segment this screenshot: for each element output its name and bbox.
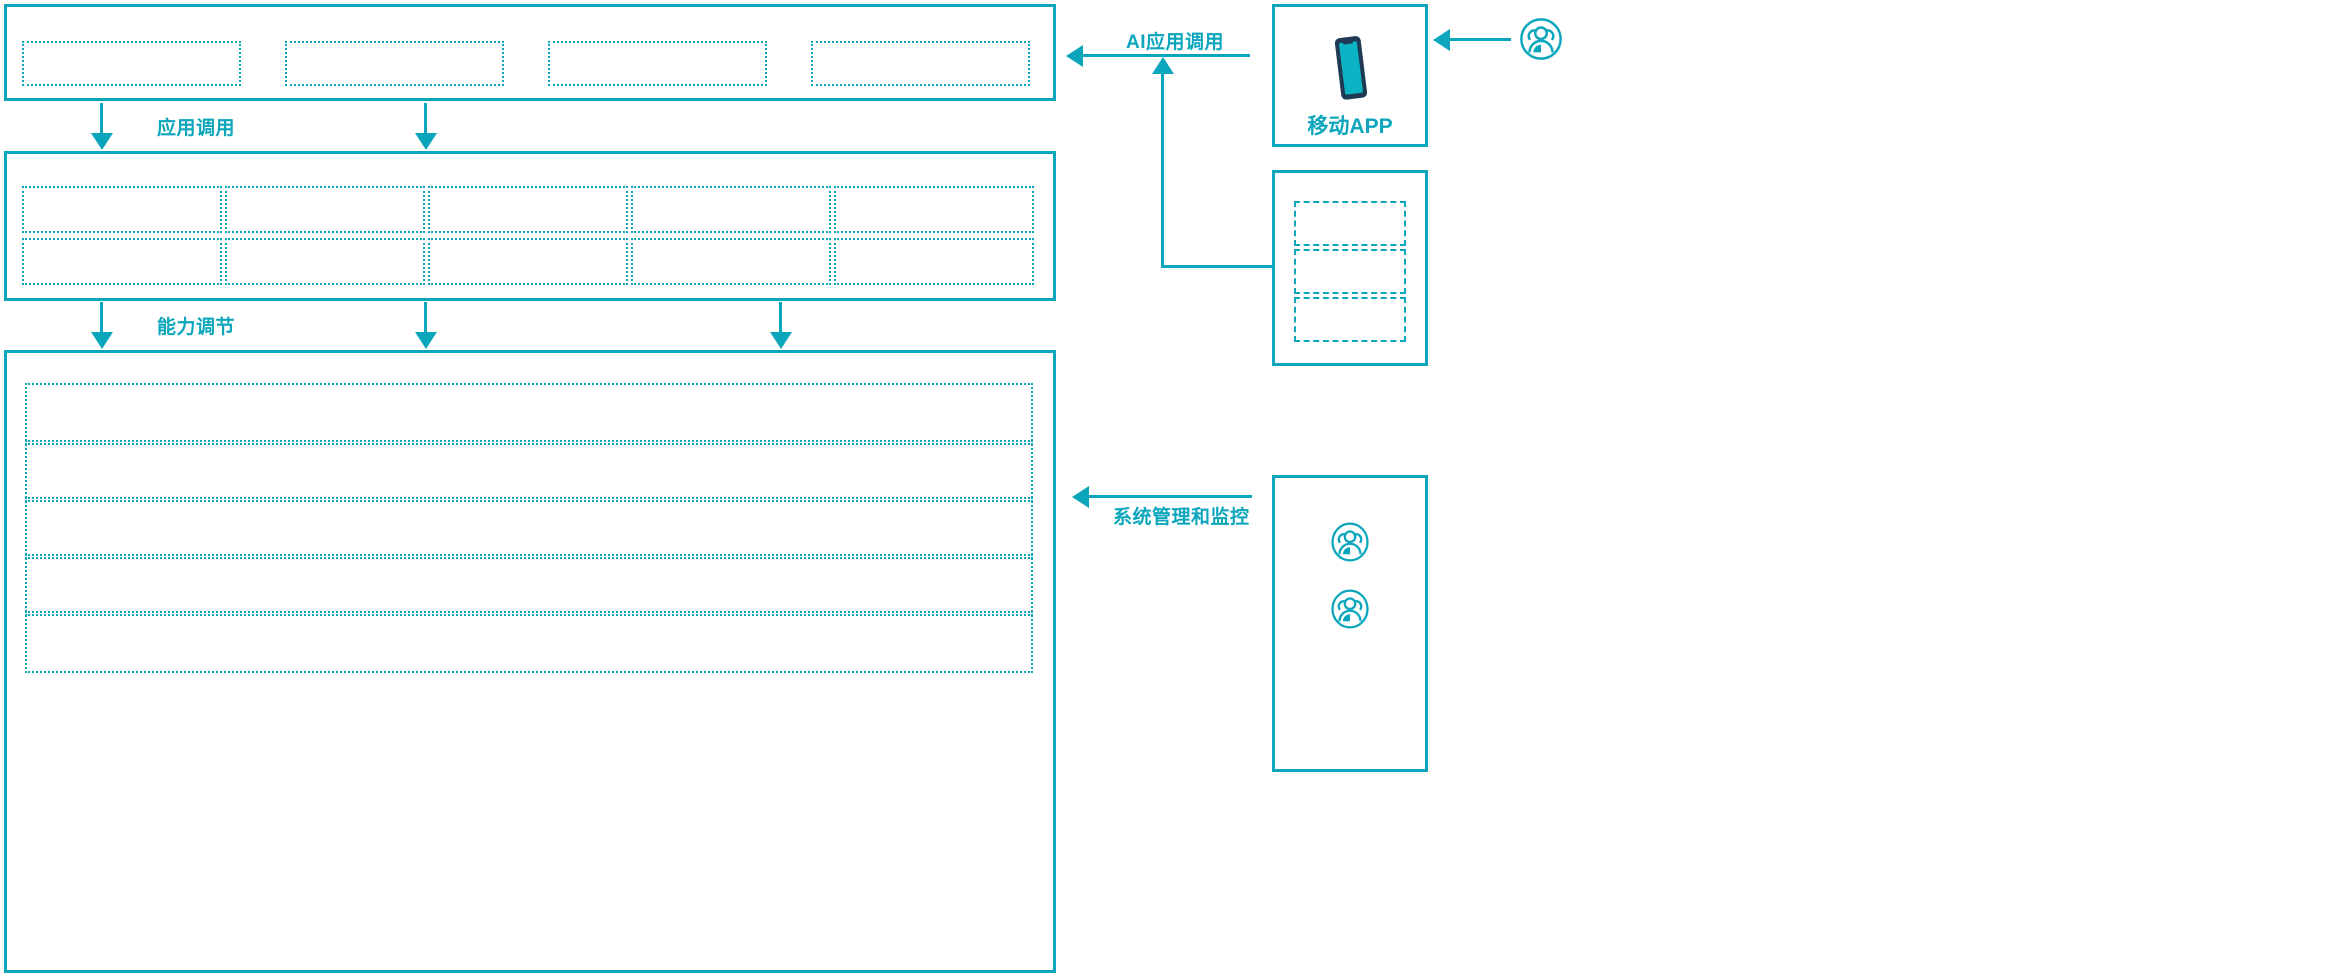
actor-to-mobile-arrowhead [1433,29,1450,51]
ai-invoke-label: AI应用调用 [1126,32,1225,53]
platform-layer-container [4,350,1056,973]
application-invoke-line-right [424,103,427,139]
application-slot-1[interactable] [22,41,241,86]
capability-slot-10[interactable] [834,238,1034,285]
application-invoke-label: 应用调用 [157,118,236,139]
smartphone-icon [1334,36,1368,100]
capability-slot-5[interactable] [834,186,1034,233]
capability-slot-8[interactable] [428,238,628,285]
capability-slot-2[interactable] [225,186,425,233]
capability-adjust-line-1 [100,302,103,338]
mobile-app-caption: 移动APP [1307,115,1393,138]
application-invoke-arrowhead-left [91,133,113,150]
channel-slot-2[interactable] [1294,249,1406,294]
capability-layer-container [4,151,1056,301]
ai-invoke-vertical-line [1161,68,1164,268]
ai-invoke-elbow-line [1161,265,1272,268]
capability-adjust-arrowhead-3 [770,332,792,349]
capability-slot-7[interactable] [225,238,425,285]
external-user-users-icon [1520,18,1562,60]
actor-to-mobile-line [1447,38,1511,41]
capability-slot-6[interactable] [22,238,222,285]
capability-adjust-arrowhead-1 [91,332,113,349]
capability-slot-9[interactable] [631,238,831,285]
ai-invoke-horizontal-line [1080,54,1250,57]
users-icon [1331,589,1369,629]
capability-adjust-line-2 [424,302,427,338]
users-icon [1331,522,1369,562]
channel-slot-1[interactable] [1294,201,1406,246]
system-monitor-horizontal-line [1086,495,1252,498]
application-slot-2[interactable] [285,41,504,86]
capability-slot-1[interactable] [22,186,222,233]
application-slot-4[interactable] [811,41,1030,86]
application-slot-3[interactable] [548,41,767,86]
capability-slot-3[interactable] [428,186,628,233]
capability-adjust-label: 能力调节 [157,317,236,338]
application-invoke-arrowhead-right [415,133,437,150]
channel-slot-3[interactable] [1294,297,1406,342]
platform-slot-2[interactable] [25,440,1033,502]
platform-slot-3[interactable] [25,497,1033,559]
capability-slot-4[interactable] [631,186,831,233]
capability-adjust-line-3 [779,302,782,338]
platform-slot-4[interactable] [25,554,1033,616]
application-invoke-line-left [100,103,103,139]
system-monitor-arrowhead [1072,486,1089,508]
capability-adjust-arrowhead-2 [415,332,437,349]
platform-slot-5[interactable] [25,611,1033,673]
system-monitor-label: 系统管理和监控 [1113,507,1250,528]
platform-slot-1[interactable] [25,383,1033,445]
ai-invoke-arrowhead [1066,45,1083,67]
ai-invoke-vertical-arrowhead [1152,57,1174,74]
